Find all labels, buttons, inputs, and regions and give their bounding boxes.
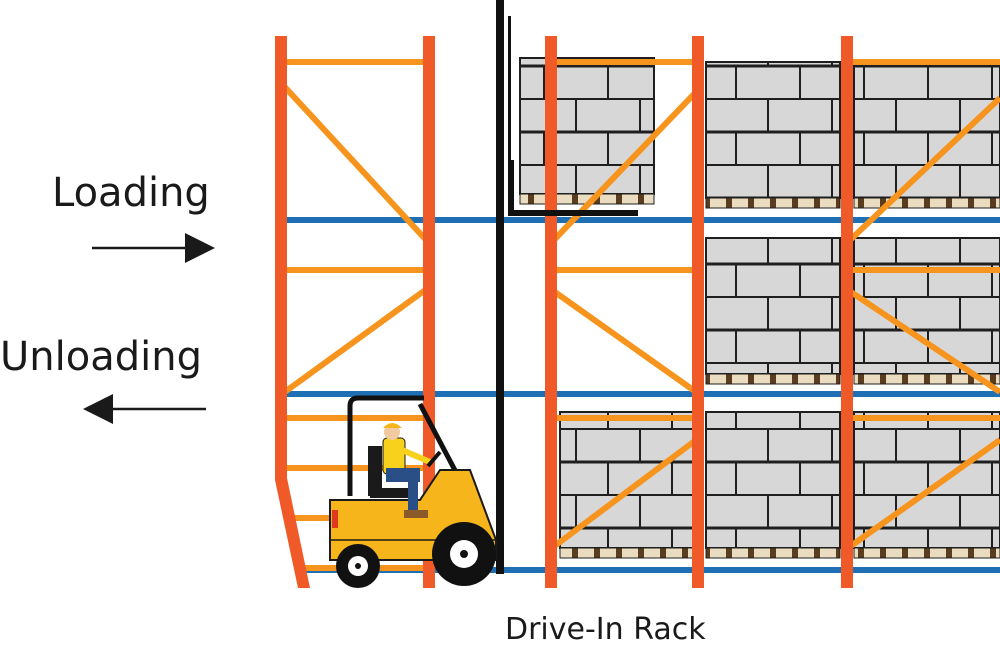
forks [508, 210, 638, 216]
pallet [853, 197, 1000, 209]
worker-icon [382, 423, 432, 518]
pallet [705, 197, 841, 209]
load-block [705, 61, 841, 199]
upright [423, 36, 435, 588]
pallet [705, 373, 841, 385]
load-block [853, 61, 1000, 199]
upright [692, 36, 704, 588]
pallet [853, 547, 1000, 559]
pallet [705, 547, 841, 559]
upright [275, 36, 310, 588]
load-block [853, 237, 1000, 375]
upright [545, 36, 557, 588]
rack-bracing [279, 59, 1000, 571]
pallet [853, 373, 1000, 385]
upright [841, 36, 853, 588]
pallet [559, 547, 695, 559]
load-block [705, 411, 841, 549]
load-block [519, 57, 655, 195]
diagram-caption: Drive-In Rack [505, 612, 706, 647]
forklift-icon [329, 395, 499, 588]
forklift-mast [496, 0, 638, 574]
loading-label: Loading [52, 170, 210, 216]
stored-loads [519, 57, 1000, 559]
unloading-label: Unloading [0, 334, 202, 380]
rack-uprights [275, 36, 853, 588]
load-block [705, 237, 841, 375]
